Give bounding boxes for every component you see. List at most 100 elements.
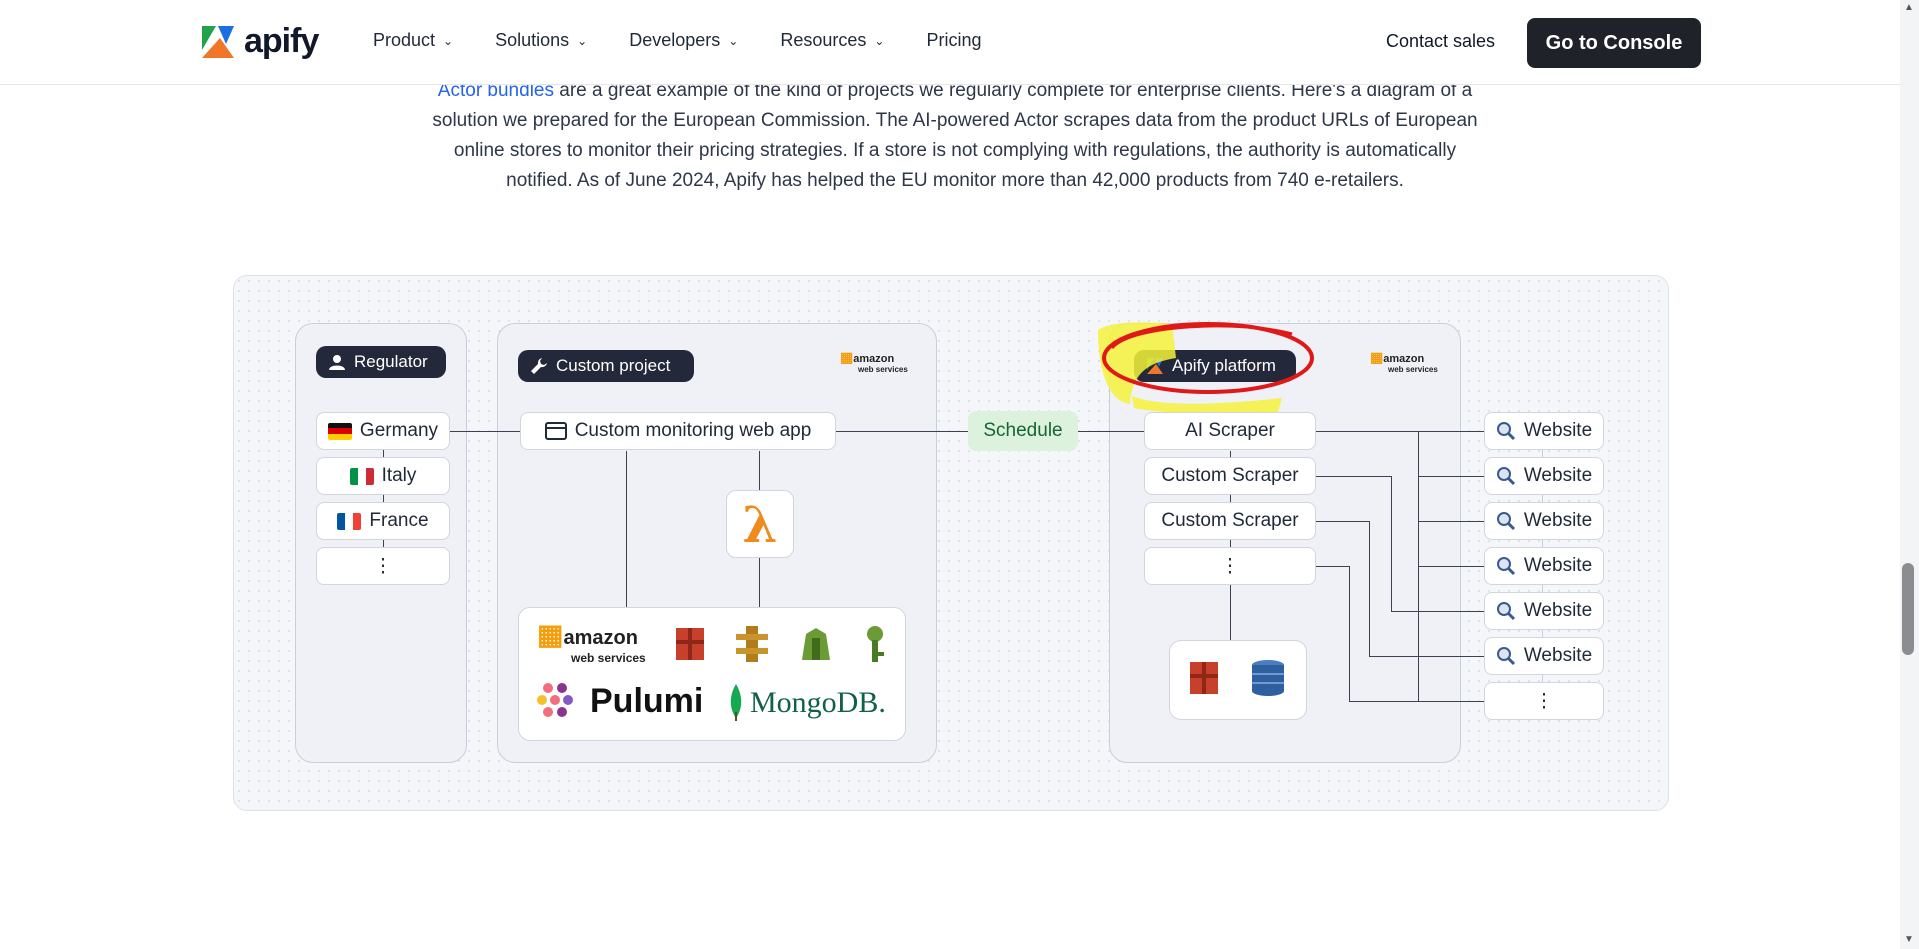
- aws-cloudwatch-icon: [802, 628, 830, 660]
- connector-line: [1316, 476, 1392, 477]
- connector-line: [626, 451, 627, 608]
- magnify-globe-icon: [1496, 422, 1515, 441]
- website-more-node: ⋮: [1484, 682, 1604, 720]
- aws-logo-text: amazon: [1383, 353, 1425, 365]
- apify-logo[interactable]: apify: [200, 22, 319, 61]
- website-label: Website: [1523, 510, 1593, 531]
- vertical-scrollbar[interactable]: [1900, 0, 1919, 949]
- chevron-down-icon: ⌄: [874, 33, 885, 48]
- connector-line: [1418, 701, 1486, 702]
- aws-api-gateway-icon: [736, 626, 768, 662]
- connector-line: [1418, 521, 1486, 522]
- custom-monitoring-web-app: Custom monitoring web app: [520, 412, 836, 450]
- contact-sales-link[interactable]: Contact sales: [1386, 31, 1496, 51]
- apify-logo-icon: [202, 25, 234, 58]
- connector-line: [1349, 566, 1350, 701]
- website-node: Website: [1484, 457, 1604, 495]
- scrollbar-thumb[interactable]: [1902, 563, 1914, 655]
- aws-dynamodb-icon: [1252, 660, 1284, 696]
- go-to-console-button[interactable]: Go to Console: [1527, 18, 1701, 68]
- aws-kms-key-icon: [867, 626, 884, 662]
- aws-logo: ▦amazon web services: [1370, 350, 1438, 375]
- country-label: France: [369, 510, 429, 531]
- aws-logo-text: amazon: [853, 353, 895, 365]
- chevron-down-icon: ⌄: [443, 33, 454, 48]
- aws-logo-large: ▦amazon web services: [537, 621, 646, 667]
- magnify-globe-icon: [1496, 647, 1515, 666]
- connector-line: [759, 558, 760, 608]
- connector-line: [1316, 431, 1486, 432]
- nav-label: Product: [373, 30, 436, 50]
- tech-stack-card: [518, 607, 906, 741]
- main-nav: Product ⌄ Solutions ⌄ Developers ⌄ Resou…: [373, 30, 1023, 51]
- italy-flag-icon: [349, 467, 374, 485]
- connector-line: [1369, 656, 1486, 657]
- connector-line: [1349, 701, 1418, 702]
- custom-scraper-node: Custom Scraper: [1144, 457, 1316, 495]
- nav-solutions[interactable]: Solutions ⌄: [495, 30, 587, 51]
- aws-text: amazon: [563, 627, 638, 649]
- more-label: ⋮: [1220, 555, 1240, 577]
- aws-logo: ▦amazon web services: [840, 350, 908, 375]
- actor-bundles-link[interactable]: Actor bundles: [437, 80, 554, 101]
- custom-scraper-node: Custom Scraper: [1144, 502, 1316, 540]
- aws-s3-icon: [676, 628, 704, 660]
- country-france: France: [316, 502, 450, 540]
- aws-lambda-icon: λ: [726, 490, 794, 558]
- website-node: Website: [1484, 592, 1604, 630]
- ai-scraper-node: AI Scraper: [1144, 412, 1316, 450]
- scraper-more-node: ⋮: [1144, 547, 1316, 585]
- aws-sub: web services: [571, 651, 646, 665]
- scroll-down-arrow-icon[interactable]: ▼: [1904, 934, 1914, 945]
- intro-text: are a great example of the kind of proje…: [432, 80, 1478, 191]
- nav-label: Pricing: [926, 30, 982, 50]
- custom-project-title: Custom project: [556, 356, 671, 375]
- nav-label: Resources: [780, 30, 867, 50]
- website-node: Website: [1484, 502, 1604, 540]
- connector-line: [1078, 431, 1144, 432]
- more-label: ⋮: [373, 555, 393, 577]
- lambda-symbol: λ: [742, 494, 778, 554]
- connector-line: [1369, 521, 1370, 656]
- aws-cubes-icon: ▦: [537, 619, 564, 650]
- magnify-globe-icon: [1496, 602, 1515, 621]
- custom-project-pill: Custom project: [518, 350, 694, 382]
- country-label: Italy: [381, 465, 417, 486]
- mongodb-leaf-icon: [730, 684, 742, 721]
- website-label: Website: [1523, 645, 1593, 666]
- nav-developers[interactable]: Developers ⌄: [629, 30, 738, 51]
- website-label: Website: [1523, 465, 1593, 486]
- apify-platform-title: Apify platform: [1172, 356, 1276, 375]
- regulator-pill: Regulator: [316, 346, 446, 378]
- france-flag-icon: [337, 512, 362, 530]
- germany-flag-icon: [327, 422, 352, 440]
- connector-line: [835, 431, 970, 432]
- regulator-panel: [295, 323, 467, 763]
- connector-line: [450, 431, 520, 432]
- nav-label: Developers: [629, 30, 721, 50]
- intro-paragraph: Actor bundles are a great example of the…: [430, 76, 1480, 196]
- connector-line: [1391, 476, 1392, 611]
- nav-product[interactable]: Product ⌄: [373, 30, 453, 51]
- country-germany: Germany: [316, 412, 450, 450]
- country-more: ⋮: [316, 547, 450, 585]
- website-node: Website: [1484, 547, 1604, 585]
- chevron-down-icon: ⌄: [577, 33, 588, 48]
- scraper-label: Custom Scraper: [1161, 510, 1299, 531]
- browser-window-icon: [544, 422, 567, 440]
- connector-line: [1316, 521, 1370, 522]
- aws-logo-sub: web services: [858, 365, 908, 374]
- magnify-globe-icon: [1496, 512, 1515, 531]
- connector-line: [1391, 611, 1486, 612]
- country-label: Germany: [359, 420, 439, 441]
- nav-pricing[interactable]: Pricing: [926, 30, 981, 51]
- country-italy: Italy: [316, 457, 450, 495]
- connector-line: [1418, 566, 1486, 567]
- website-label: Website: [1523, 555, 1593, 576]
- nav-resources[interactable]: Resources ⌄: [780, 30, 884, 51]
- aws-s3-icon: [1190, 662, 1218, 694]
- scroll-up-arrow-icon[interactable]: ▲: [1904, 2, 1914, 13]
- pulumi-logo-icon: [537, 683, 573, 717]
- website-label: Website: [1523, 420, 1593, 441]
- mongodb-logo-text: MongoDB.: [750, 686, 886, 719]
